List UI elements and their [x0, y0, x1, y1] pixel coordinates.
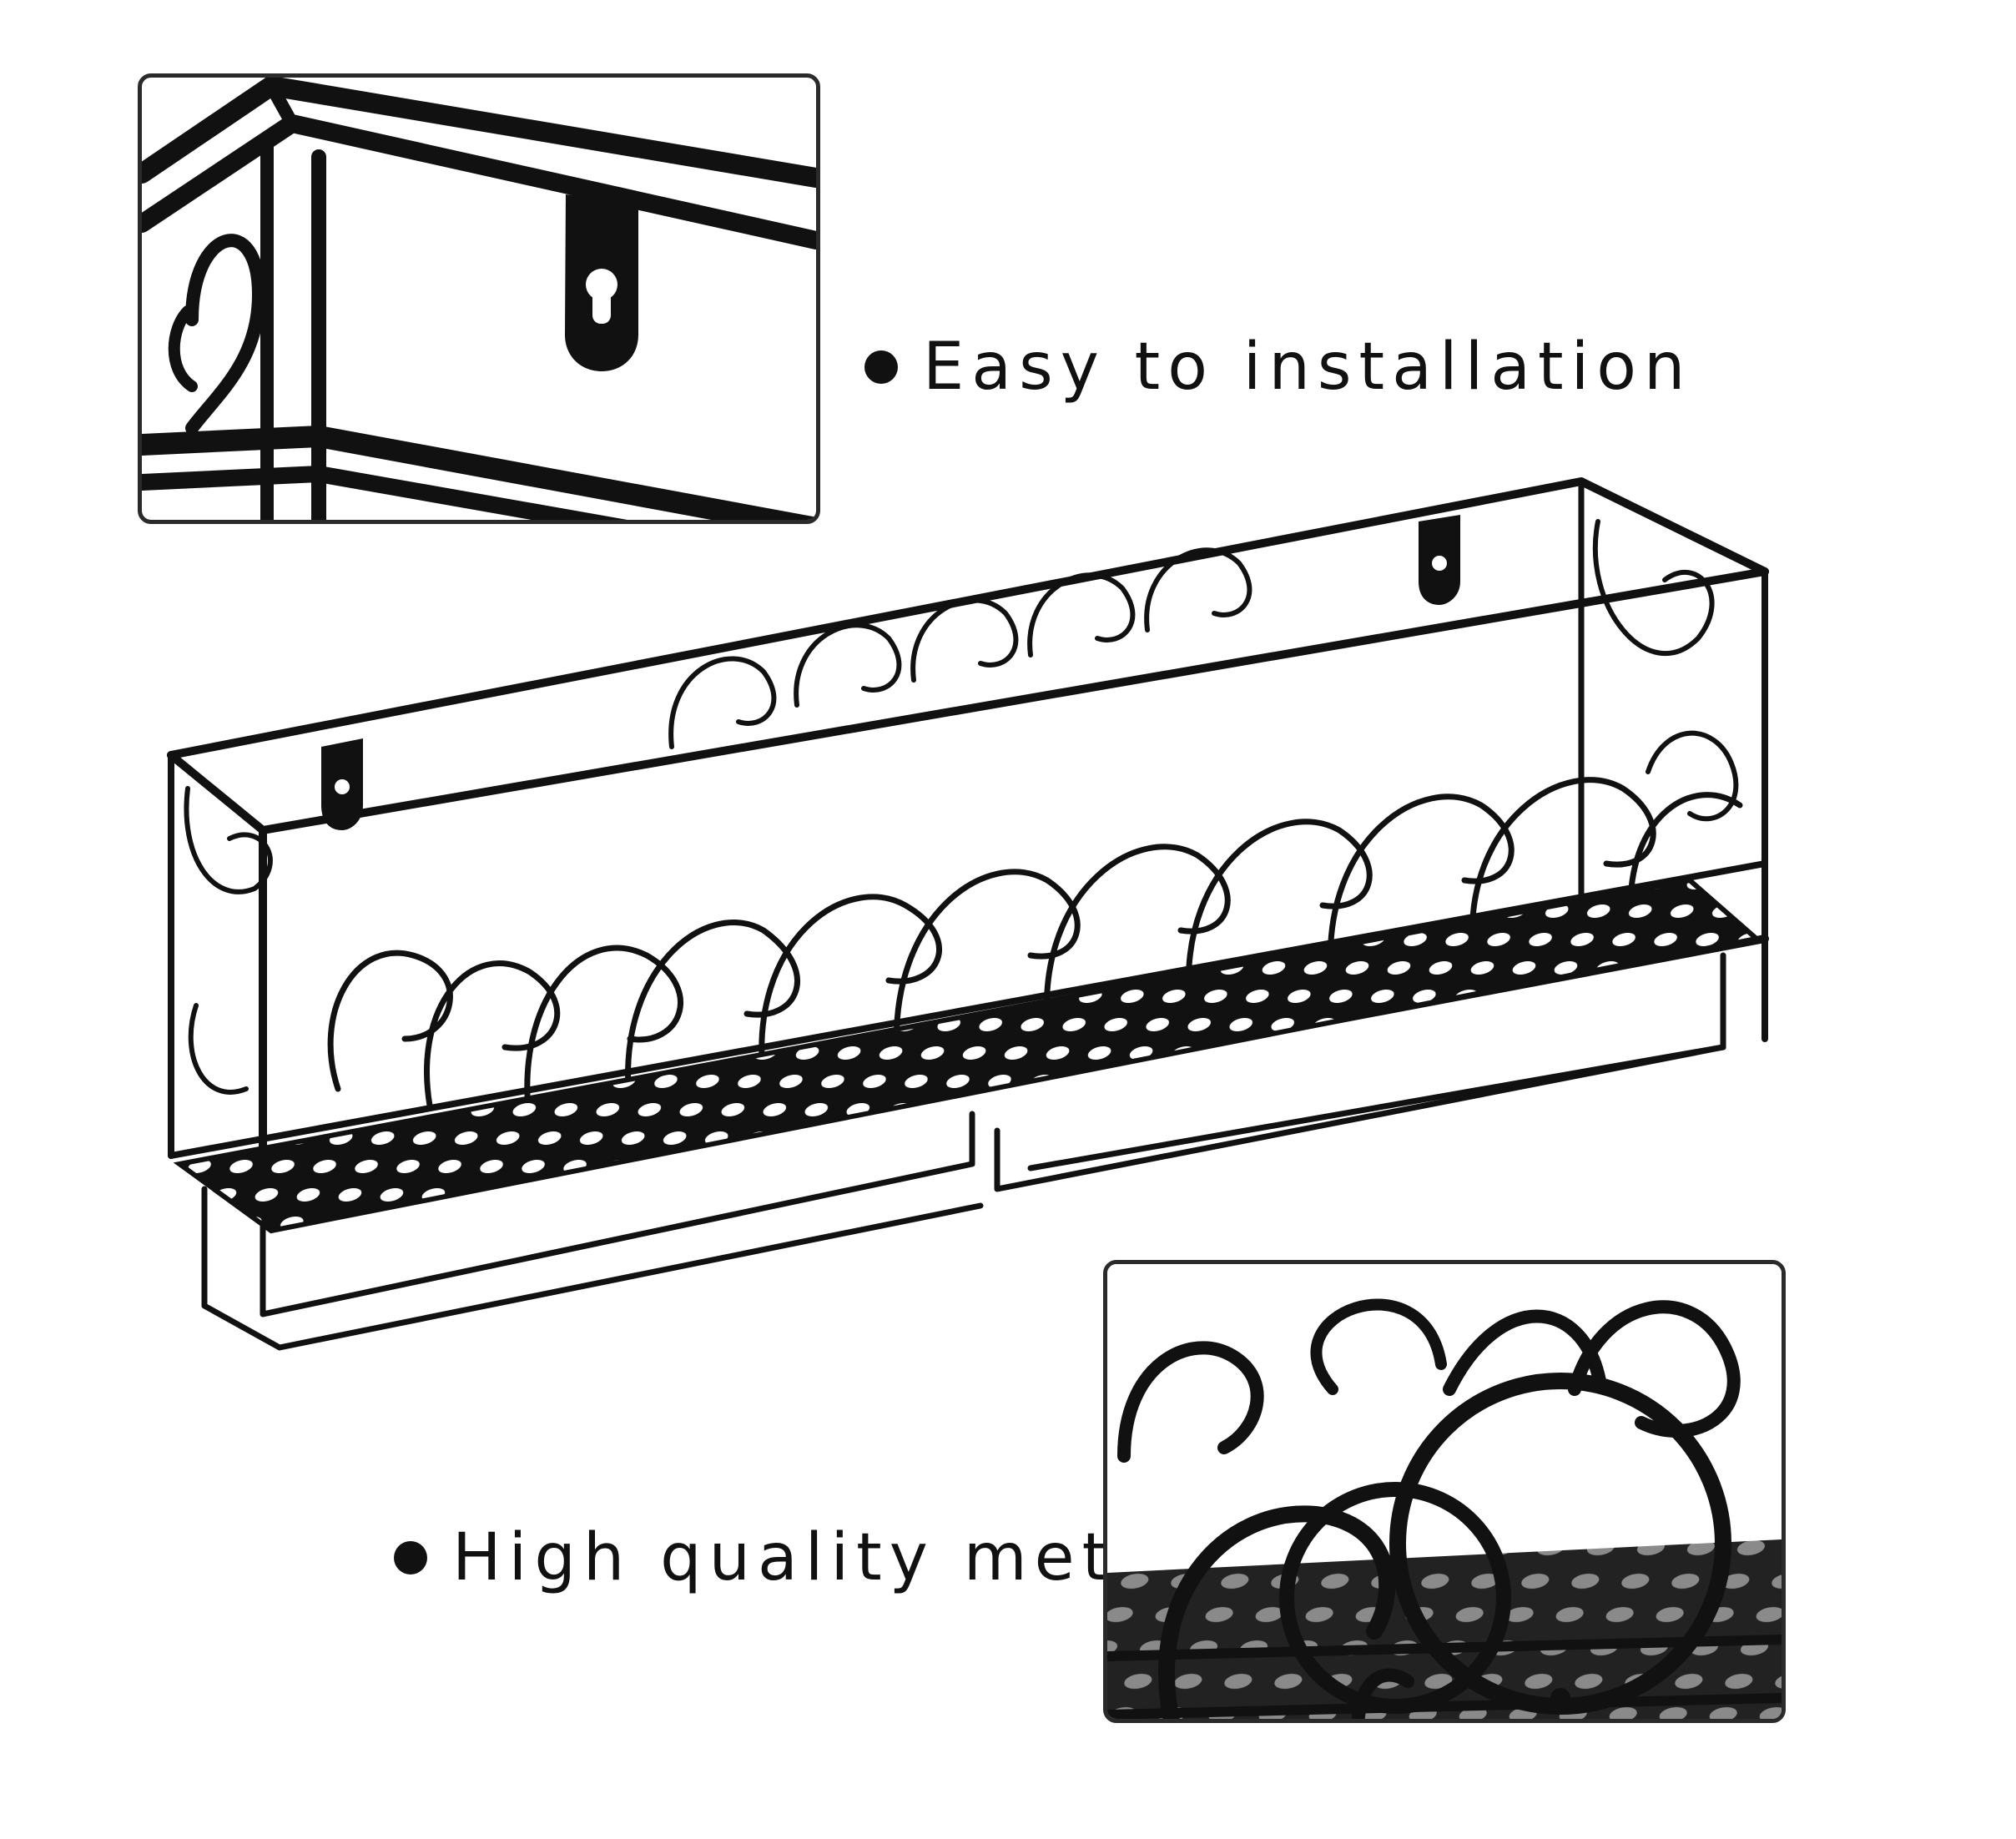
bullet-dot-icon	[864, 350, 898, 384]
keyhole-closeup-image	[138, 73, 820, 524]
feature-high-quality-metal-label: High quality metal	[452, 1520, 1188, 1595]
metal-scroll-closeup-image	[1103, 1260, 1786, 1723]
feature-easy-installation: Easy to installation	[864, 330, 1692, 405]
bullet-dot-icon	[394, 1541, 427, 1574]
metal-wall-shelf-rack-image	[163, 471, 1769, 1398]
feature-high-quality-metal: High quality metal	[394, 1520, 1188, 1595]
feature-easy-installation-label: Easy to installation	[923, 330, 1693, 405]
